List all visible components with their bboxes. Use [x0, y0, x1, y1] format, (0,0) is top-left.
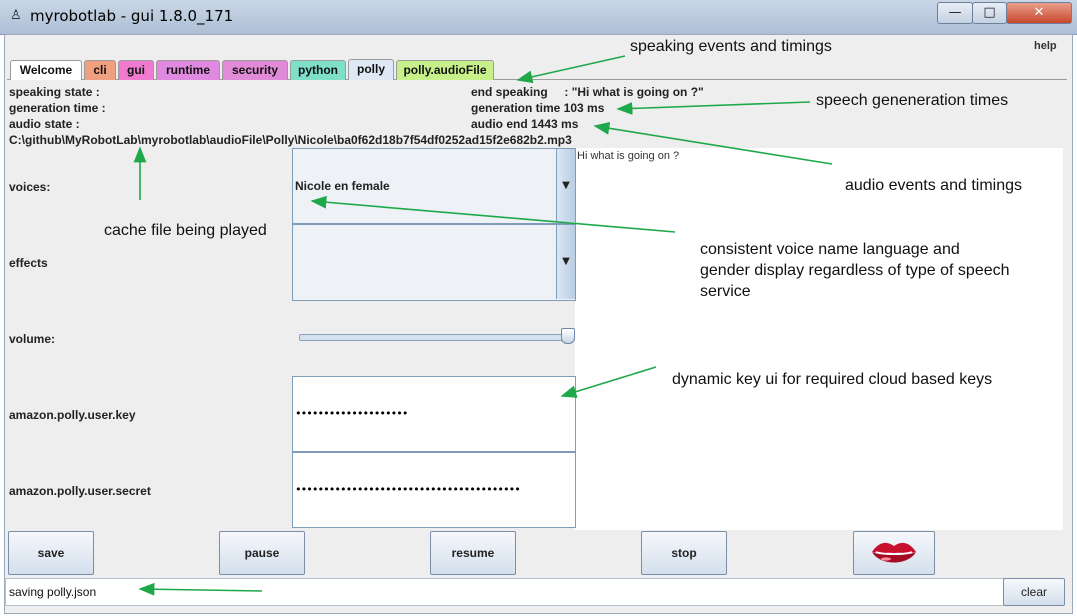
effects-label: effects	[9, 256, 48, 270]
voices-selected: Nicole en female	[295, 179, 390, 193]
effects-chevron-down-icon[interactable]: ▼	[556, 225, 575, 299]
volume-slider-track[interactable]	[299, 334, 575, 341]
tab-welcome[interactable]: Welcome	[10, 60, 82, 80]
mouth-button[interactable]	[853, 531, 935, 575]
voices-label: voices:	[9, 180, 51, 194]
pause-button[interactable]: pause	[219, 531, 305, 575]
voices-chevron-down-icon[interactable]: ▼	[556, 149, 575, 222]
user-key-field[interactable]: ••••••••••••••••••••	[292, 376, 576, 452]
tab-gui[interactable]: gui	[118, 60, 154, 80]
volume-slider-knob[interactable]	[561, 328, 575, 344]
annotation-voice-name-1: consistent voice name language and	[700, 241, 960, 258]
window-title: myrobotlab - gui 1.8.0_171	[30, 7, 234, 25]
status-bar	[5, 578, 1004, 606]
maximize-button[interactable]: □	[972, 2, 1007, 24]
clear-button[interactable]: clear	[1003, 578, 1065, 606]
generation-time-value: generation time 103 ms	[471, 101, 605, 115]
volume-label: volume:	[9, 332, 56, 346]
user-secret-value: ••••••••••••••••••••••••••••••••••••••••	[295, 483, 521, 496]
user-key-value: ••••••••••••••••••••	[295, 407, 408, 420]
tab-polly-audiofile[interactable]: polly.audioFile	[396, 60, 494, 80]
annotation-voice-name-2: gender display regardless of type of spe…	[700, 262, 1010, 279]
stop-button[interactable]: stop	[641, 531, 727, 575]
save-button[interactable]: save	[8, 531, 94, 575]
annotation-speaking-events: speaking events and timings	[630, 38, 832, 55]
annotation-voice-name-3: service	[700, 283, 751, 300]
end-speaking-status: end speaking : "Hi what is going on ?"	[471, 85, 704, 99]
tab-runtime[interactable]: runtime	[156, 60, 220, 80]
user-secret-label: amazon.polly.user.secret	[9, 484, 151, 498]
generation-time-label: generation time :	[9, 101, 106, 115]
annotation-speech-generation: speech geneneration times	[816, 92, 1009, 109]
annotation-cache-file: cache file being played	[104, 222, 267, 239]
audio-state-label: audio state :	[9, 117, 80, 131]
tab-security[interactable]: security	[222, 60, 288, 80]
resume-button[interactable]: resume	[430, 531, 516, 575]
minimize-button[interactable]: —	[937, 2, 973, 24]
help-menu[interactable]: help	[1034, 40, 1057, 52]
tab-cli[interactable]: cli	[84, 60, 116, 80]
tab-python[interactable]: python	[290, 60, 346, 80]
speaking-state-label: speaking state :	[9, 85, 100, 99]
effects-dropdown[interactable]	[292, 224, 576, 301]
annotation-audio-events: audio events and timings	[845, 177, 1022, 194]
annotation-dynamic-key: dynamic key ui for required cloud based …	[672, 371, 993, 388]
user-key-label: amazon.polly.user.key	[9, 408, 136, 422]
user-secret-field[interactable]: ••••••••••••••••••••••••••••••••••••••••	[292, 452, 576, 528]
tab-polly[interactable]: polly	[348, 59, 394, 81]
speech-text-area[interactable]	[575, 148, 1063, 530]
menu-bar	[5, 36, 1071, 58]
close-button[interactable]: ✕	[1006, 2, 1072, 24]
audio-end-value: audio end 1443 ms	[471, 117, 579, 131]
cache-file-path: C:\github\MyRobotLab\myrobotlab\audioFil…	[9, 133, 572, 147]
app-icon: ♙	[10, 8, 22, 23]
status-text: saving polly.json	[9, 585, 97, 599]
lips-icon	[872, 542, 916, 563]
speech-text: Hi what is going on ?	[577, 150, 680, 162]
